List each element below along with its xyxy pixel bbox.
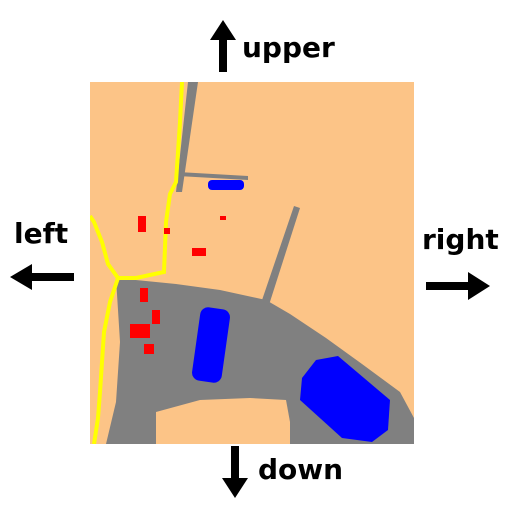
large-buildings [192,180,390,442]
arrow-left-icon [10,264,74,290]
direction-label-right: right [422,223,499,256]
land-inset-bottom [156,398,290,444]
footpath [90,82,184,280]
direction-label-left: left [14,217,69,250]
arrow-up-icon [210,20,236,72]
small-buildings [130,216,226,354]
footpath-branch [92,277,120,444]
direction-label-down: down [258,453,344,486]
arrow-down-icon [222,446,248,498]
arrow-right-icon [426,272,490,300]
direction-label-up: upper [242,31,335,64]
segmentation-map [90,82,414,444]
